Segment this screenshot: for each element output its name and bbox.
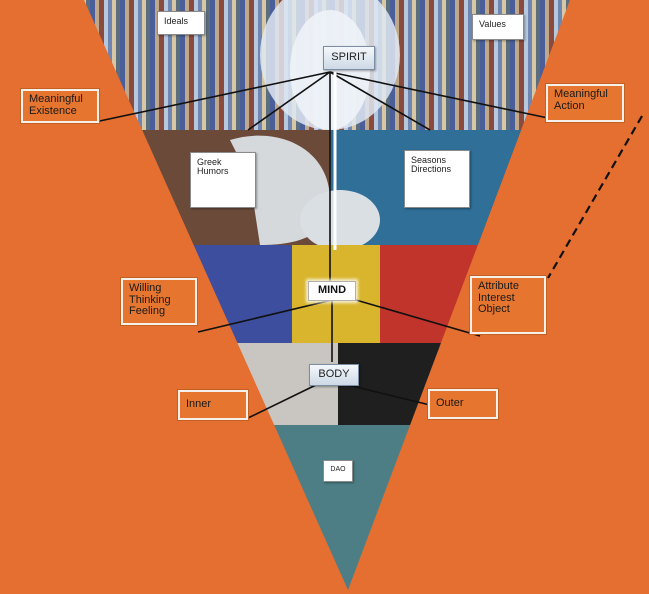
values-text: Values [479,19,506,29]
meaningful-existence-line1: Meaningful [29,93,83,105]
body-node: BODY [309,364,359,386]
willing-thinking-feeling-label: Willing Thinking Feeling [121,278,197,325]
object-text: Object [478,303,510,316]
greek-text: Greek [197,157,222,167]
attribute-text: Attribute [478,280,519,292]
ideals-text: Ideals [164,16,189,26]
directions-text: Directions [411,164,452,175]
body-text: BODY [318,368,350,381]
humors-text: Humors [197,166,229,177]
seasons-directions-box: Seasons Directions [404,150,470,208]
thinking-text: Thinking [129,293,171,306]
mind-text: MIND [317,284,347,297]
inner-label: Inner [178,390,248,420]
connector-lines [94,71,643,419]
greek-humors-box: Greek Humors [190,152,256,208]
meaningful-existence-line2: Existence [29,104,77,117]
interest-text: Interest [478,291,515,304]
attribute-interest-object-label: Attribute Interest Object [470,276,546,334]
mind-node: MIND [308,281,356,301]
inner-text: Inner [186,398,212,410]
outer-text: Outer [436,397,464,409]
ideals-box: Ideals [157,11,205,35]
spirit-text: SPIRIT [331,51,367,64]
meaningful-existence-label: Meaningful Existence [21,89,99,123]
willing-text: Willing [129,282,162,294]
dao-box: DAO [323,460,353,482]
meaningful-action-line2: Action [554,99,585,112]
seasons-text: Seasons [411,155,447,165]
dao-text: DAO [330,466,346,473]
meaningful-action-line1: Meaningful [554,88,608,100]
spirit-node: SPIRIT [323,46,375,70]
outer-label: Outer [428,389,498,419]
values-box: Values [472,14,524,40]
meaningful-action-label: Meaningful Action [546,84,624,122]
feeling-text: Feeling [129,305,166,318]
